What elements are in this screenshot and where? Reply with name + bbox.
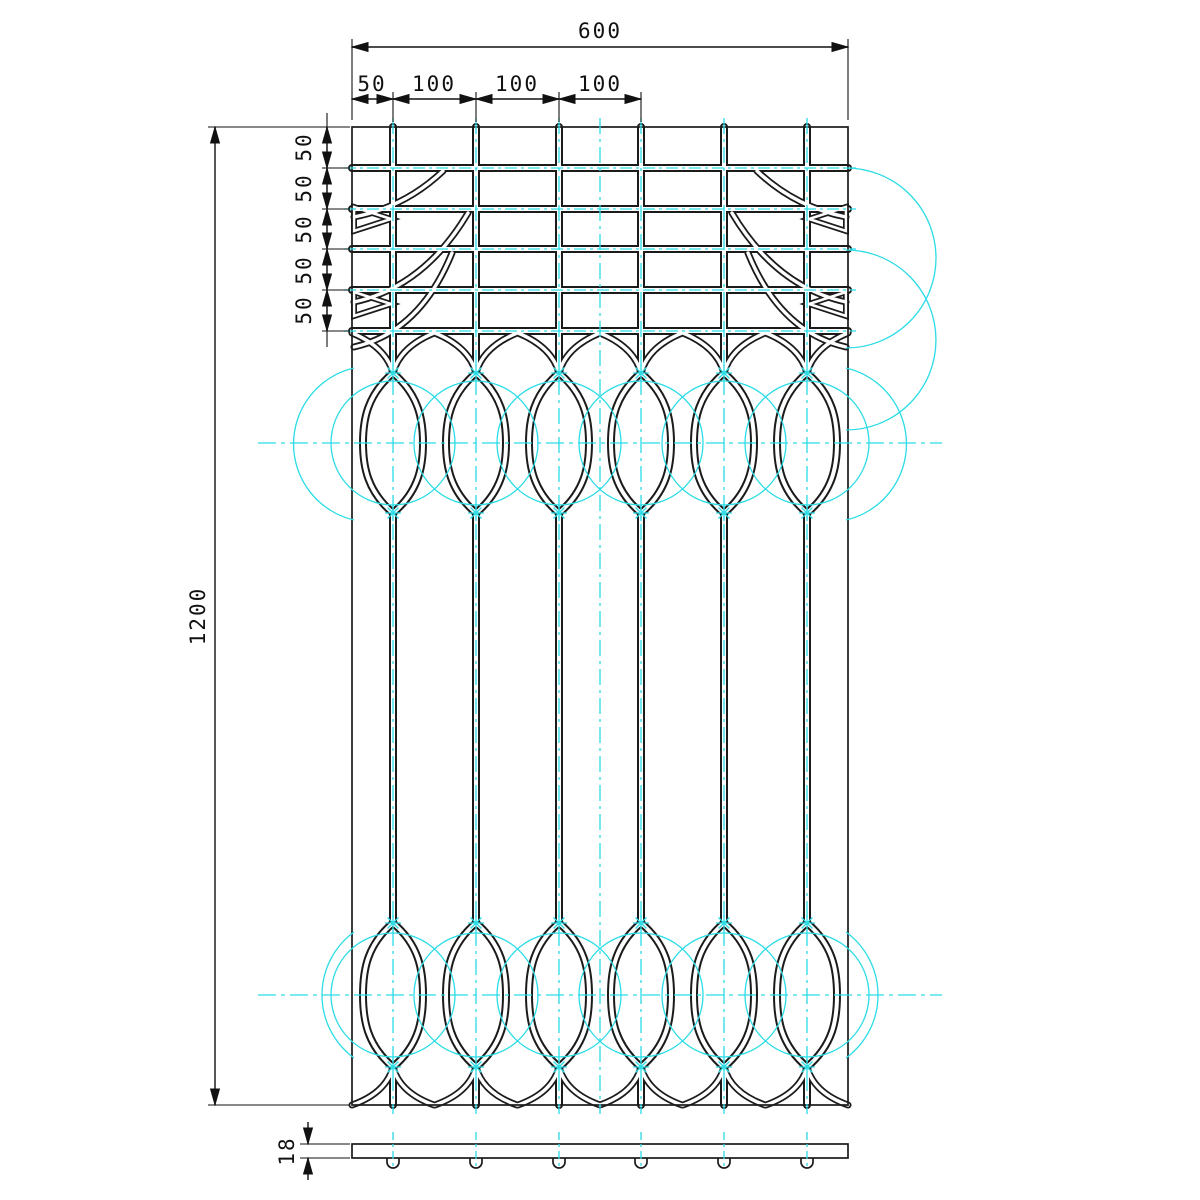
label-left-50-4: 50 bbox=[292, 255, 316, 284]
construction-lines bbox=[258, 118, 942, 1170]
label-left-50-3: 50 bbox=[292, 214, 316, 243]
label-segment-100c: 100 bbox=[578, 72, 622, 96]
label-left-50-1: 50 bbox=[292, 132, 316, 161]
side-view-notches bbox=[386, 1158, 814, 1169]
side-view-strip bbox=[351, 1143, 849, 1159]
label-left-50-5: 50 bbox=[292, 295, 316, 324]
label-overall-height: 1200 bbox=[186, 587, 210, 646]
edge-arcs bbox=[292, 167, 937, 1059]
label-overall-width: 600 bbox=[578, 19, 622, 43]
label-segment-100a: 100 bbox=[412, 72, 456, 96]
label-segment-100b: 100 bbox=[495, 72, 539, 96]
grid-centerlines bbox=[344, 167, 856, 332]
vertical-centerlines bbox=[392, 118, 808, 1114]
label-segment-50: 50 bbox=[357, 72, 386, 96]
construction-circles-bottom bbox=[330, 932, 870, 1058]
side-view-centerlines bbox=[392, 1132, 808, 1170]
label-left-50-2: 50 bbox=[292, 173, 316, 202]
dimension-labels: 600 50 100 100 100 1200 50 50 50 50 50 1… bbox=[186, 19, 622, 1166]
side-view bbox=[351, 1143, 849, 1169]
dimensions bbox=[208, 39, 850, 1180]
row-centerlines bbox=[258, 442, 942, 996]
label-thickness: 18 bbox=[275, 1136, 299, 1165]
